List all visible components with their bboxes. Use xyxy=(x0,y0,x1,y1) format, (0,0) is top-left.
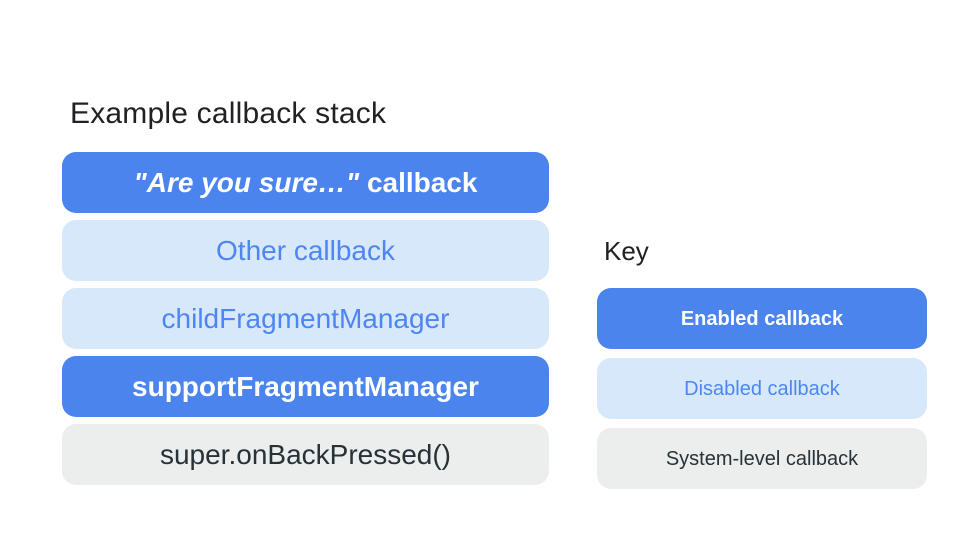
stack-item-super-onbackpressed: super.onBackPressed() xyxy=(62,424,549,485)
are-you-sure-quote-text: "Are you sure…" xyxy=(133,166,360,198)
page-title: Example callback stack xyxy=(70,97,387,130)
key-item-disabled-callback: Disabled callback xyxy=(597,358,927,419)
are-you-sure-callback-text: callback xyxy=(359,166,478,198)
callback-stack: "Are you sure…" callback Other callback … xyxy=(62,152,549,485)
key-title: Key xyxy=(604,236,649,266)
stack-item-supportfragmentmanager: supportFragmentManager xyxy=(62,356,549,417)
stack-item-are-you-sure-callback: "Are you sure…" callback xyxy=(62,152,549,213)
key-item-system-level-callback: System-level callback xyxy=(597,428,927,489)
stack-item-other-callback: Other callback xyxy=(62,220,549,281)
key-item-enabled-callback: Enabled callback xyxy=(597,288,927,349)
stack-item-childfragmentmanager: childFragmentManager xyxy=(62,288,549,349)
key-legend: Enabled callback Disabled callback Syste… xyxy=(597,288,927,489)
